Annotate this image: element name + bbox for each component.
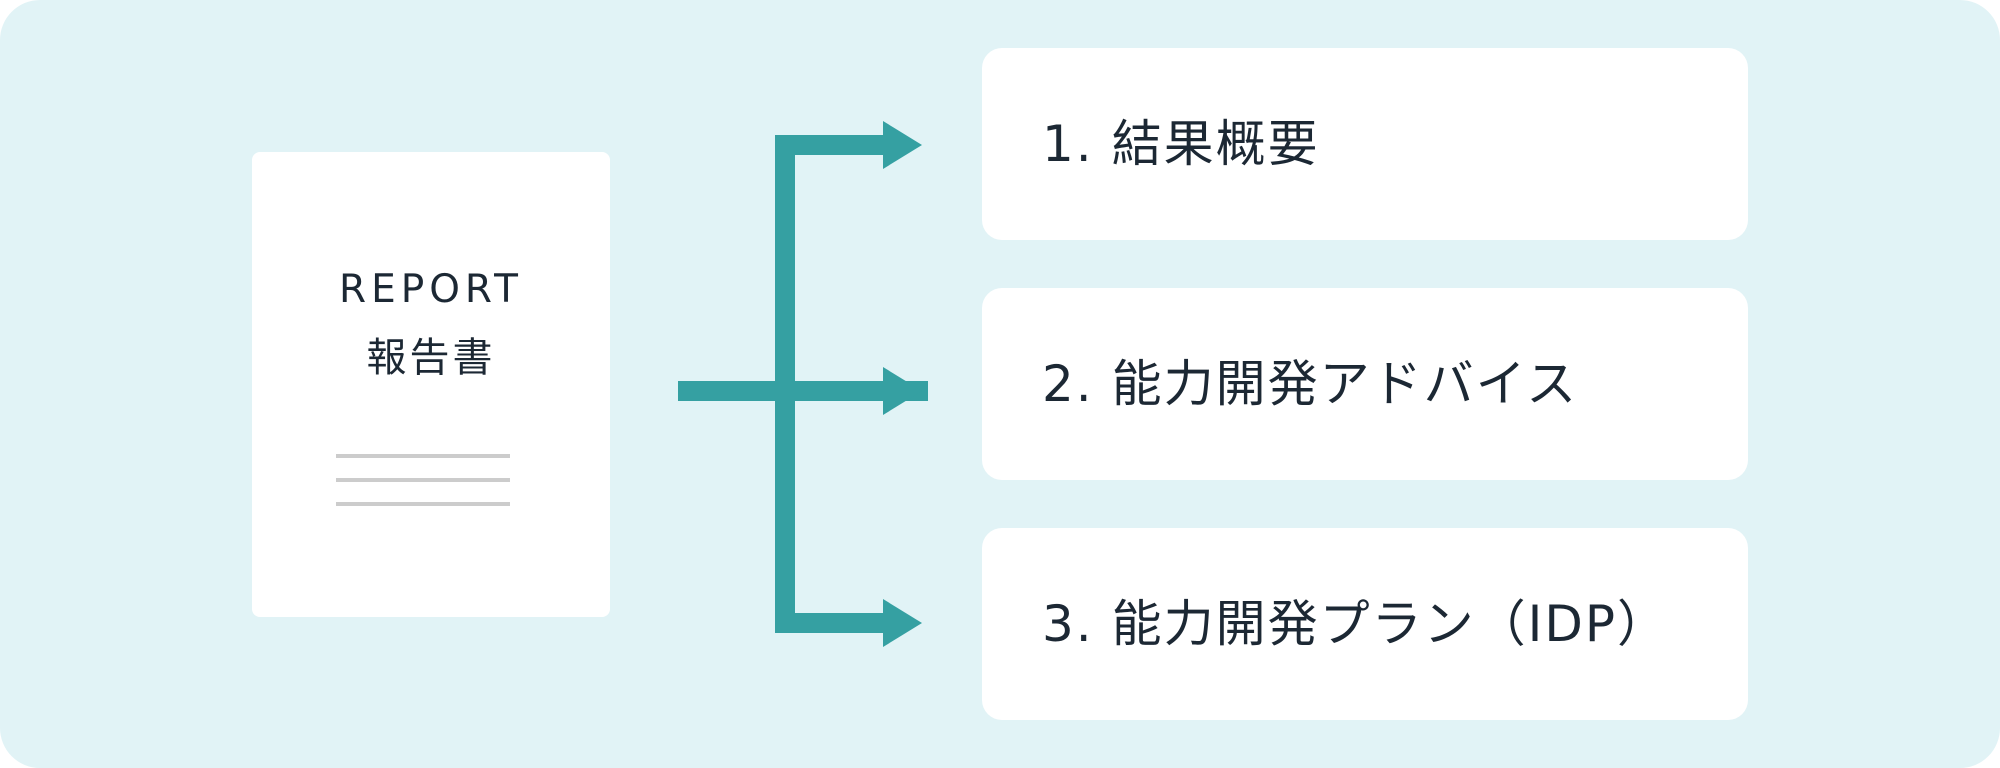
section-card-results-summary: 1. 結果概要 [982,48,1748,240]
branch-line-top [775,135,885,155]
section-label: 1. 結果概要 [1042,115,1320,173]
document-text-line [336,478,510,482]
branch-line-bottom [775,613,885,633]
report-subtitle: 報告書 [366,335,496,381]
input-line [678,381,928,401]
section-card-development-advice: 2. 能力開発アドバイス [982,288,1748,480]
report-document: REPORT 報告書 [252,152,610,617]
section-card-development-plan: 3. 能力開発プラン（IDP） [982,528,1748,720]
section-label: 3. 能力開発プラン（IDP） [1042,595,1669,653]
section-label: 2. 能力開発アドバイス [1042,355,1579,413]
document-text-line [336,502,510,506]
report-title: REPORT [338,267,524,312]
document-text-line [336,454,510,458]
vertical-trunk [775,135,795,633]
arrow-head-bottom [883,599,922,647]
arrow-head-middle [883,367,922,415]
branch-line-middle [795,381,885,401]
arrow-head-top [883,121,922,169]
